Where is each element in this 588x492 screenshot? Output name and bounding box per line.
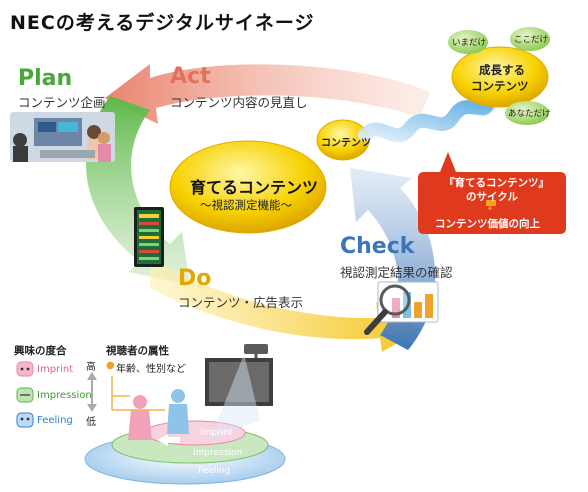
check-chart-icon bbox=[364, 281, 439, 335]
attribute-connector bbox=[111, 376, 165, 411]
callout-line2: のサイクル bbox=[466, 191, 518, 203]
viewer-attr-heading: 視聴者の属性 bbox=[106, 345, 169, 357]
callout-arrow-shape bbox=[486, 200, 496, 206]
phase-check-name: Check bbox=[340, 234, 415, 259]
legend-imprint: Imprint bbox=[37, 364, 74, 375]
phase-do-desc: コンテンツ・広告表示 bbox=[178, 295, 304, 310]
bubble-kokodake bbox=[510, 27, 550, 51]
viewer-figures bbox=[128, 389, 189, 446]
planning-meeting-photo bbox=[10, 112, 115, 162]
legend-high: 高 bbox=[86, 362, 96, 373]
phase-check-desc: 視認測定結果の確認 bbox=[340, 265, 453, 280]
legend-impression: Impression bbox=[37, 390, 92, 401]
phase-act-desc: コンテンツ内容の見直し bbox=[170, 95, 308, 110]
act-arrow bbox=[105, 64, 430, 124]
bubble-imadake bbox=[448, 30, 488, 54]
center-title: 育てるコンテンツ bbox=[190, 178, 319, 197]
phase-plan-name: Plan bbox=[18, 66, 73, 91]
viewer-attr-bullet: ● bbox=[106, 360, 115, 371]
bubble-anatadake bbox=[505, 101, 549, 125]
platform-impression: Impression bbox=[193, 448, 243, 458]
growth-spiral bbox=[358, 93, 500, 149]
phase-act-name: Act bbox=[170, 64, 211, 89]
legend-feeling: Feeling bbox=[37, 415, 73, 426]
platform-imprint: Imprint bbox=[200, 428, 233, 438]
signage-display bbox=[134, 207, 164, 267]
bubble-anatadake-label: あなただけ bbox=[508, 109, 551, 119]
bubble-kokodake-label: ここだけ bbox=[514, 35, 549, 45]
interest-legend-heading: 興味の度合 bbox=[14, 345, 67, 357]
center-subtitle: 〜視認測定機能〜 bbox=[200, 198, 292, 212]
goal-ellipse bbox=[451, 46, 549, 108]
legend-low: 低 bbox=[86, 417, 96, 428]
callout-line1: 『育てるコンテンツ』 bbox=[444, 177, 549, 189]
goal-title-line2: コンテンツ bbox=[471, 79, 529, 93]
spiral-start-label: コンテンツ bbox=[321, 138, 371, 149]
platform-feeling: Feeling bbox=[198, 466, 231, 476]
interest-legend-icons bbox=[16, 361, 97, 428]
goal-title-line1: 成長する bbox=[479, 63, 525, 77]
camera-monitor bbox=[205, 344, 273, 440]
viewer-attr-item: 年齢、性別など bbox=[116, 364, 186, 375]
center-ellipse bbox=[169, 140, 327, 234]
phase-plan-desc: コンテンツ企画 bbox=[18, 95, 106, 110]
callout-result: コンテンツ価値の向上 bbox=[435, 218, 540, 230]
bubble-imadake-label: いまだけ bbox=[452, 38, 487, 48]
callout-box bbox=[418, 152, 566, 234]
phase-do-name: Do bbox=[178, 266, 212, 291]
callout-arrow: ↓ bbox=[486, 202, 495, 213]
page-title: NECの考えるデジタルサイネージ bbox=[10, 12, 315, 34]
do-arrow bbox=[150, 258, 420, 352]
